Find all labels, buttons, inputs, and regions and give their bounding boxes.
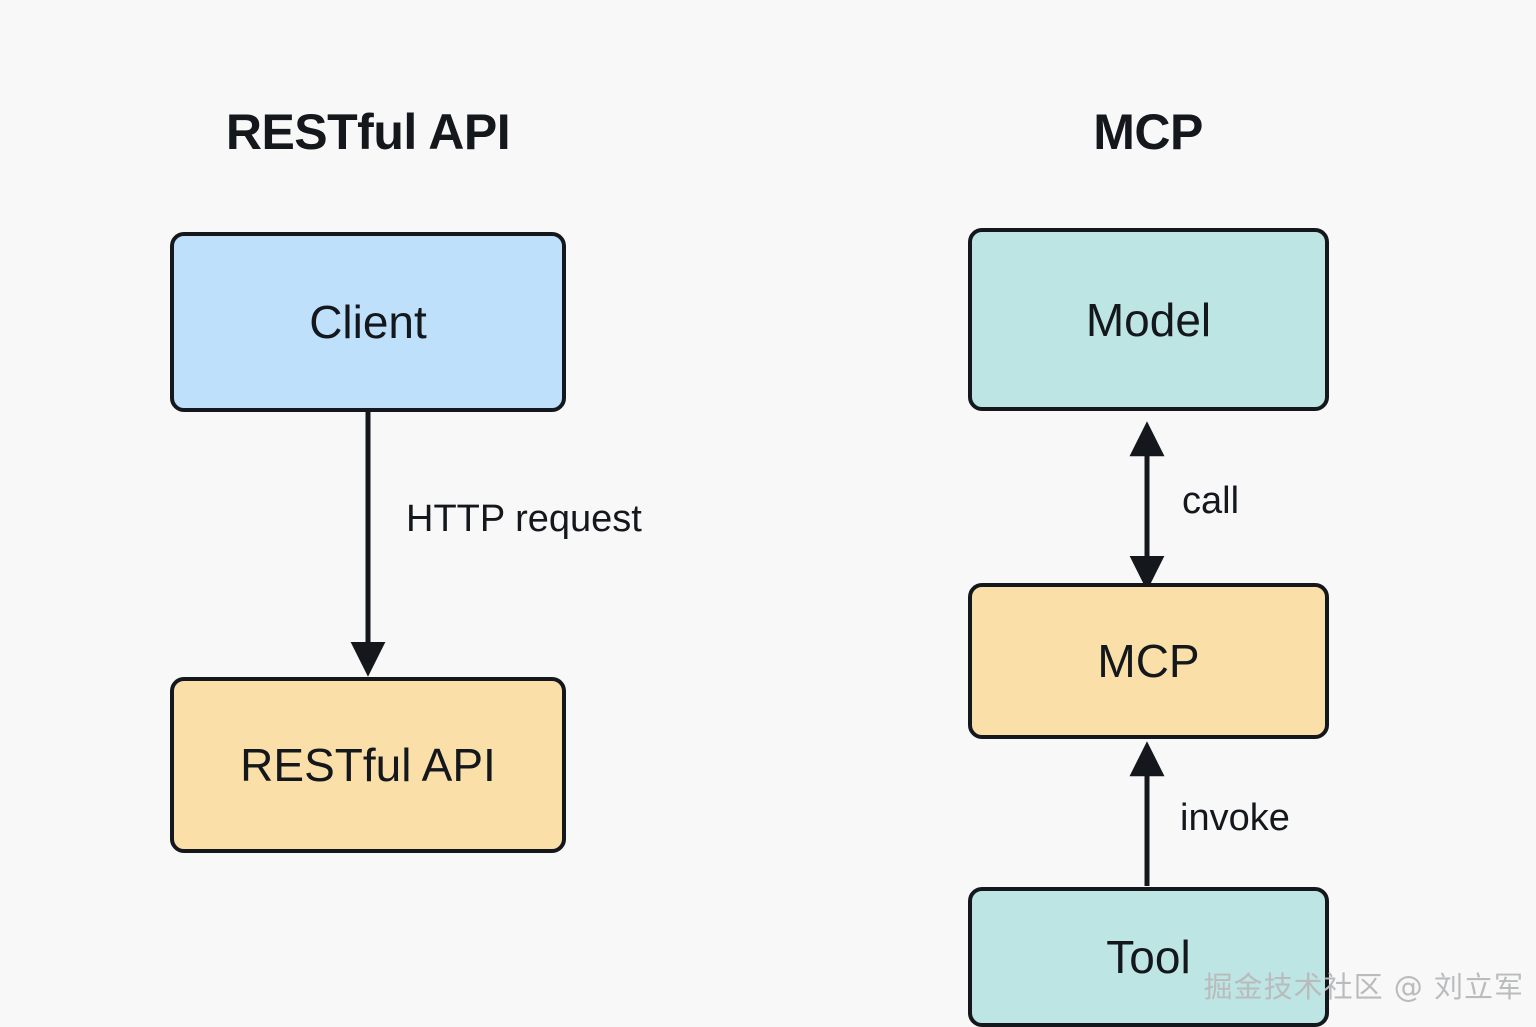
node-restful-api[interactable]: RESTful API — [170, 677, 566, 853]
column-title-mcp: MCP — [1093, 104, 1203, 160]
node-restful-api-label: RESTful API — [240, 739, 496, 791]
node-client[interactable]: Client — [170, 232, 566, 412]
edge-label-call: call — [1182, 480, 1240, 522]
node-tool-label: Tool — [1106, 931, 1191, 983]
column-title-restful-api: RESTful API — [225, 104, 511, 160]
edge-label-http-request: HTTP request — [406, 498, 642, 540]
node-mcp-label: MCP — [1097, 635, 1200, 687]
watermark: 掘金技术社区 @ 刘立军 — [1203, 970, 1524, 1004]
node-client-label: Client — [309, 296, 427, 348]
node-mcp[interactable]: MCP — [968, 583, 1329, 739]
node-model-label: Model — [1085, 293, 1212, 346]
edge-label-invoke: invoke — [1180, 797, 1290, 839]
node-model[interactable]: Model — [968, 228, 1329, 411]
node-tool[interactable]: Tool — [968, 887, 1329, 1027]
